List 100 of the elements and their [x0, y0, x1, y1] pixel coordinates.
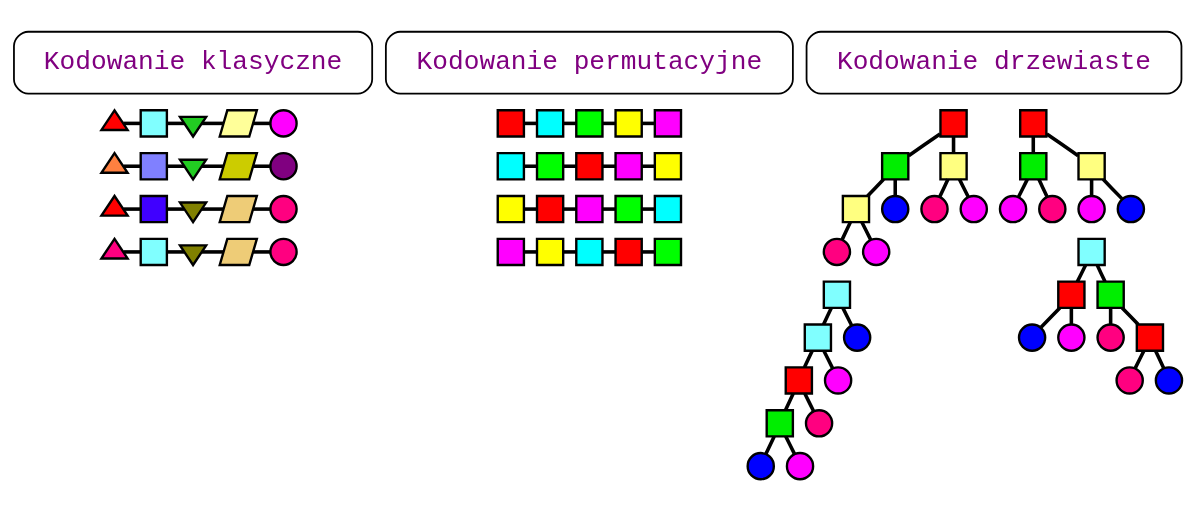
connector — [167, 164, 185, 169]
node-circle — [959, 194, 989, 224]
node-circle — [269, 109, 298, 138]
node-triangle — [177, 115, 209, 139]
node-circle — [880, 194, 910, 224]
connector — [602, 250, 616, 254]
node-circle — [998, 194, 1028, 224]
connector — [866, 178, 885, 198]
node-parallelogram — [218, 109, 259, 138]
node-box — [575, 237, 604, 267]
node-box — [653, 237, 683, 267]
connector — [1133, 349, 1146, 370]
node-box — [765, 409, 795, 438]
node-circle — [842, 323, 872, 352]
node-box — [784, 366, 814, 395]
connector — [1075, 264, 1088, 283]
node-circle — [1096, 323, 1125, 352]
node-box — [575, 194, 604, 224]
connector — [1039, 306, 1062, 329]
connector — [201, 164, 224, 169]
node-circle — [269, 151, 298, 181]
node-box — [496, 194, 526, 224]
node-box — [653, 109, 683, 138]
node-circle — [920, 194, 949, 224]
node-box — [614, 237, 643, 267]
connector — [1016, 178, 1029, 198]
connector — [201, 121, 224, 126]
connector — [563, 250, 576, 254]
connector — [602, 207, 616, 211]
connector — [123, 250, 141, 254]
node-box — [1096, 280, 1125, 310]
node-parallelogram — [218, 151, 259, 181]
connector — [123, 164, 141, 169]
connector — [524, 164, 537, 169]
node-box — [1077, 237, 1106, 267]
connector — [641, 207, 655, 211]
node-triangle — [99, 151, 130, 174]
node-circle — [746, 451, 776, 481]
connector — [803, 392, 816, 413]
node-circle — [822, 237, 852, 267]
node-circle — [1057, 323, 1086, 352]
node-box — [139, 237, 169, 267]
connector — [253, 250, 271, 254]
connector — [841, 307, 854, 327]
node-box — [1019, 151, 1048, 181]
connector — [253, 164, 271, 169]
node-triangle — [177, 244, 209, 268]
node-circle — [1017, 323, 1047, 352]
node-box — [939, 109, 968, 138]
node-box: Kodowanie drzewiaste — [805, 30, 1183, 95]
node-box — [139, 151, 169, 181]
node-parallelogram — [218, 194, 259, 224]
node-box — [575, 151, 604, 181]
connector — [821, 307, 833, 326]
connector — [1031, 136, 1036, 154]
node-circle — [1038, 194, 1067, 224]
node-triangle — [99, 236, 130, 260]
node-triangle — [99, 193, 130, 217]
node-box — [822, 280, 852, 310]
node-box: Kodowanie permutacyjne — [384, 30, 794, 95]
node-box — [1019, 109, 1048, 138]
connector — [783, 392, 795, 411]
node-circle — [269, 194, 298, 224]
connector — [802, 349, 814, 369]
node-box: Kodowanie klasyczne — [13, 30, 374, 95]
connector — [123, 207, 141, 211]
connector — [201, 207, 224, 211]
node-box — [1135, 323, 1165, 352]
connector — [1120, 306, 1140, 326]
connector — [1153, 349, 1166, 370]
connector — [784, 435, 797, 455]
node-box — [614, 109, 643, 138]
connector — [938, 178, 950, 198]
node-box — [496, 109, 526, 138]
node-box — [496, 237, 526, 267]
node-box — [139, 109, 169, 138]
node-box — [535, 151, 565, 181]
connector — [167, 250, 185, 254]
node-box — [841, 194, 871, 224]
node-circle — [1116, 194, 1146, 224]
connector — [1101, 178, 1124, 200]
node-circle — [1154, 366, 1184, 395]
connector — [602, 164, 616, 169]
connector — [907, 132, 942, 158]
node-box — [139, 194, 169, 224]
node-box — [653, 194, 683, 224]
connector — [1095, 264, 1107, 283]
node-box — [653, 151, 683, 181]
node-box — [1077, 151, 1106, 181]
connector — [764, 435, 776, 455]
node-triangle — [177, 158, 209, 182]
connector — [1037, 178, 1049, 198]
node-box — [496, 151, 526, 181]
connector — [1045, 132, 1080, 158]
connector — [167, 207, 185, 211]
node-circle — [804, 409, 834, 438]
node-circle — [861, 237, 891, 267]
connector — [641, 164, 655, 169]
node-circle — [1115, 366, 1144, 395]
connector — [957, 178, 970, 198]
